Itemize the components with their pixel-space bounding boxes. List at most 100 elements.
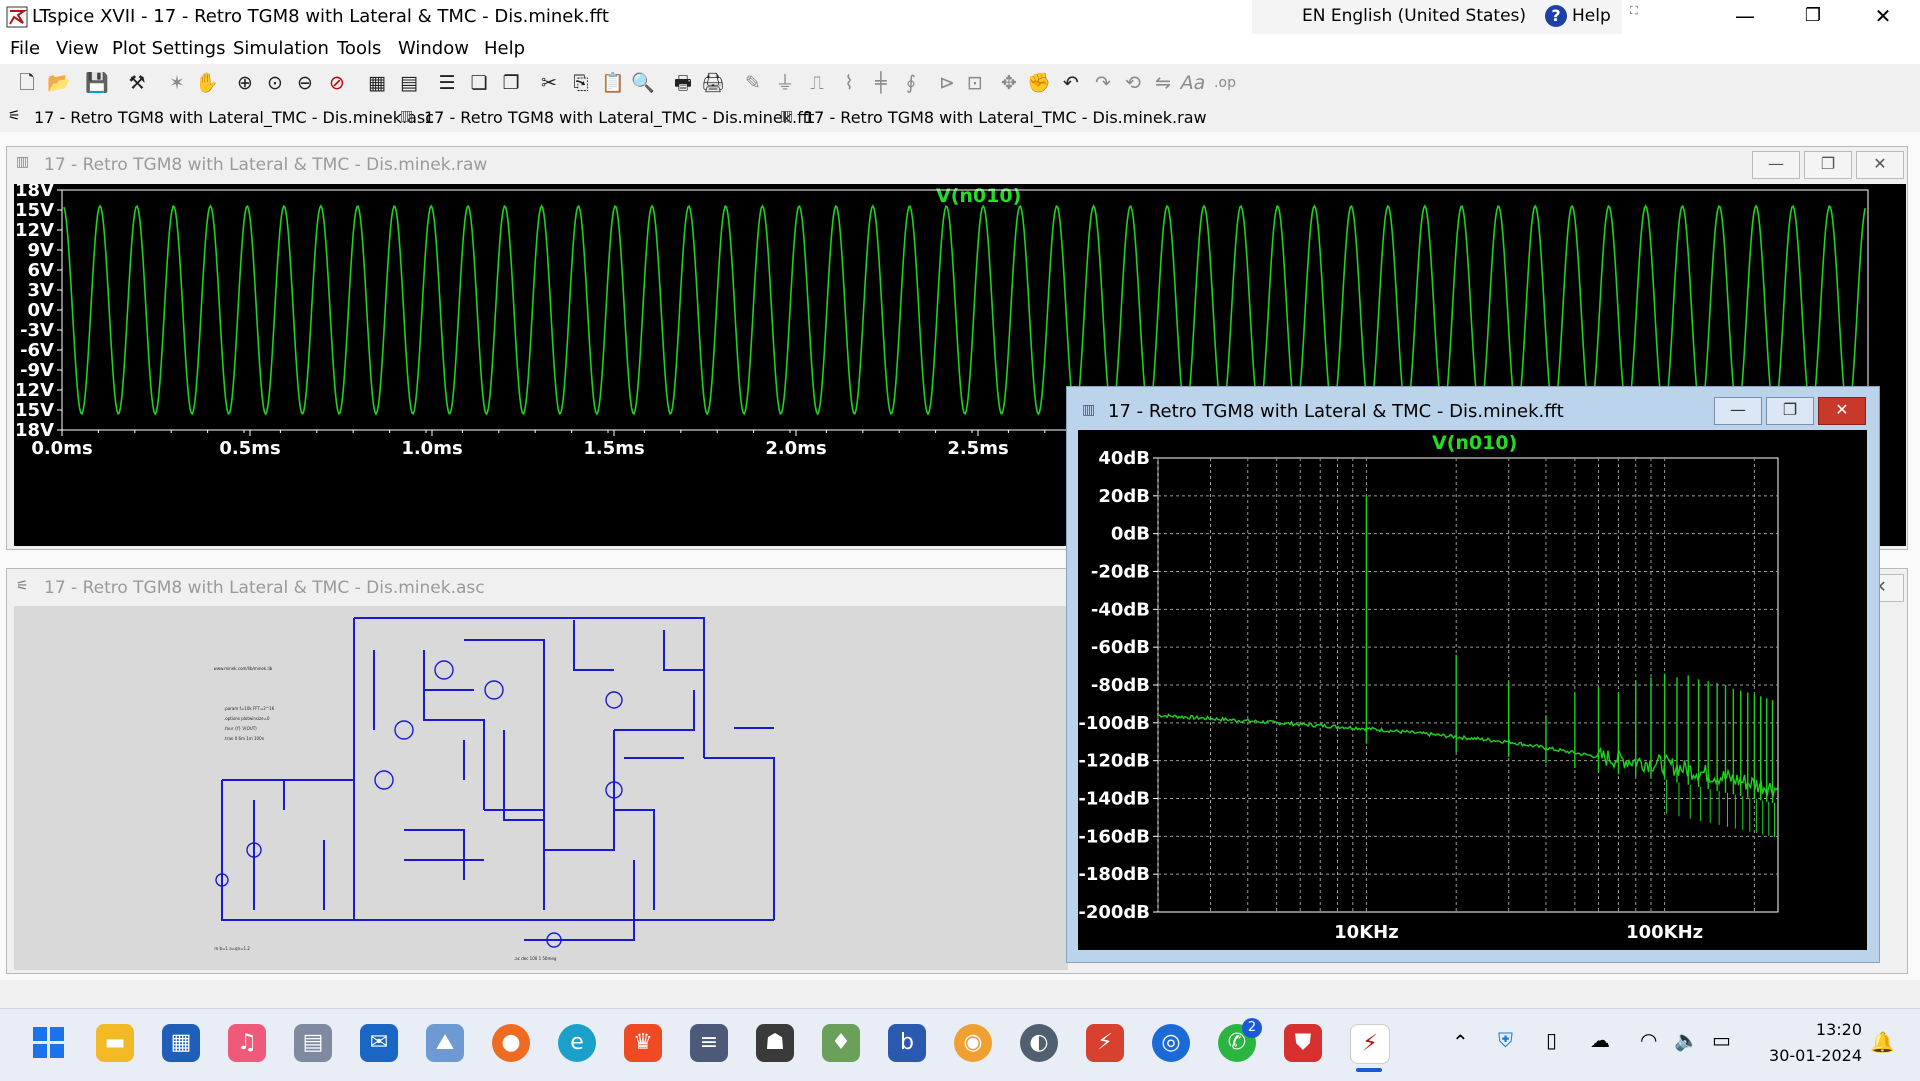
component-icon[interactable]: ⊡ bbox=[967, 72, 983, 94]
manual-limits-icon[interactable]: ▤ bbox=[400, 72, 418, 94]
ground-icon[interactable]: ⏚ bbox=[775, 72, 795, 94]
winamp-icon[interactable]: ⚡ bbox=[1086, 1024, 1124, 1062]
store-icon[interactable]: ▦ bbox=[162, 1024, 200, 1062]
zoom-cancel-icon[interactable]: ⊘ bbox=[329, 72, 345, 94]
menu-tools[interactable]: Tools bbox=[337, 38, 382, 59]
find-icon[interactable]: 🔍 bbox=[631, 72, 655, 94]
tile-horizontal-icon[interactable]: ☰ bbox=[438, 72, 456, 94]
resistor-icon[interactable]: ⌇ bbox=[844, 72, 854, 94]
raw-x-tick-label: 2.0ms bbox=[765, 438, 826, 459]
print-icon[interactable]: 🖶 bbox=[674, 72, 692, 94]
brave-icon[interactable]: ♛ bbox=[624, 1024, 662, 1062]
clock-time[interactable]: 13:20 bbox=[1815, 1020, 1862, 1039]
raw-minimize-button[interactable]: — bbox=[1752, 151, 1800, 179]
wifi-icon[interactable]: ◠ bbox=[1640, 1028, 1658, 1052]
defender-icon[interactable]: ⛨ bbox=[1498, 1028, 1513, 1052]
mirror-icon[interactable]: ⇋ bbox=[1155, 72, 1171, 94]
edge-icon[interactable]: e bbox=[558, 1024, 596, 1062]
paste-icon[interactable]: 📋 bbox=[601, 72, 625, 94]
bing-icon[interactable]: b bbox=[888, 1024, 926, 1062]
ltspice-taskbar-icon[interactable]: ⚡ bbox=[1350, 1024, 1390, 1064]
pan-icon[interactable]: ✋ bbox=[195, 72, 219, 94]
fft-y-tick-label: -160dB bbox=[1078, 826, 1150, 847]
notification-bell-icon[interactable]: 🔔 bbox=[1870, 1030, 1895, 1054]
schematic-canvas[interactable] bbox=[14, 606, 1068, 970]
mail-icon[interactable]: ✉ bbox=[360, 1024, 398, 1062]
fft-maximize-button[interactable]: ❐ bbox=[1766, 397, 1814, 425]
menu-simulation[interactable]: Simulation bbox=[233, 38, 329, 59]
rotate-icon[interactable]: ⟲ bbox=[1125, 72, 1141, 94]
close-button[interactable]: ✕ bbox=[1874, 4, 1892, 28]
volume-icon[interactable]: 🔈 bbox=[1674, 1028, 1699, 1052]
label-net-icon[interactable]: ⎍ bbox=[810, 72, 824, 94]
fft-trace-label[interactable]: V(n010) bbox=[1432, 432, 1518, 454]
steam-icon[interactable]: ◐ bbox=[1020, 1024, 1058, 1062]
capacitor-icon[interactable]: ╪ bbox=[875, 72, 887, 94]
waveform-icon: ▥ bbox=[780, 108, 794, 124]
tab-raw[interactable]: 17 - Retro TGM8 with Lateral_TMC - Dis.m… bbox=[804, 108, 1207, 127]
raw-x-tick-label: 0.5ms bbox=[219, 438, 280, 459]
zoom-in-icon[interactable]: ⊕ bbox=[237, 72, 253, 94]
help-label[interactable]: Help bbox=[1572, 6, 1611, 26]
diode-icon[interactable]: ⊳ bbox=[939, 72, 955, 94]
clock-date[interactable]: 30-01-2024 bbox=[1769, 1046, 1862, 1065]
notepad-icon[interactable]: ▤ bbox=[294, 1024, 332, 1062]
fft-close-button[interactable]: ✕ bbox=[1818, 397, 1866, 425]
drag-icon[interactable]: ✊ bbox=[1027, 72, 1051, 94]
tile-vertical-icon[interactable]: ❐ bbox=[502, 72, 520, 94]
raw-y-tick-label: 0V bbox=[28, 300, 55, 321]
zoom-full-icon[interactable]: ⊙ bbox=[267, 72, 283, 94]
chevron-up-icon[interactable]: ⌃ bbox=[1452, 1030, 1469, 1054]
menu-window[interactable]: Window bbox=[398, 38, 469, 59]
autorange-icon[interactable]: ▦ bbox=[368, 72, 386, 94]
database-icon[interactable]: ≡ bbox=[690, 1024, 728, 1062]
new-schematic-icon[interactable]: 🗋 bbox=[19, 72, 35, 94]
language-label[interactable]: EN English (United States) bbox=[1302, 6, 1527, 26]
onedrive-icon[interactable]: ☁ bbox=[1590, 1028, 1610, 1052]
undo-icon[interactable]: ↶ bbox=[1063, 72, 1079, 94]
raw-y-tick-label: 9V bbox=[28, 240, 55, 261]
fft-y-tick-label: -140dB bbox=[1078, 789, 1150, 810]
zoom-out-icon[interactable]: ⊖ bbox=[297, 72, 313, 94]
vpn-icon[interactable]: ◎ bbox=[1152, 1024, 1190, 1062]
battery-icon[interactable]: ▭ bbox=[1712, 1028, 1731, 1052]
help-icon[interactable]: ? bbox=[1545, 5, 1567, 27]
print-setup-icon[interactable]: 🖨 bbox=[700, 72, 726, 94]
security-app-icon[interactable]: ⛊ bbox=[1284, 1024, 1322, 1062]
menu-help[interactable]: Help bbox=[484, 38, 526, 59]
cut-icon[interactable]: ✂ bbox=[541, 72, 557, 94]
menu-plot-settings[interactable]: Plot Settings bbox=[112, 38, 226, 59]
menu-file[interactable]: File bbox=[10, 38, 41, 59]
raw-close-button[interactable]: ✕ bbox=[1856, 151, 1904, 179]
run-icon[interactable]: ✶ bbox=[169, 72, 185, 94]
tab-asc[interactable]: 17 - Retro TGM8 with Lateral_TMC - Dis.m… bbox=[34, 108, 435, 127]
control-panel-icon[interactable]: ⚒ bbox=[128, 72, 146, 94]
open-icon[interactable]: 📂 bbox=[47, 72, 71, 94]
copy-icon[interactable]: ⎘ bbox=[573, 72, 589, 94]
inductor-icon[interactable]: ∮ bbox=[906, 72, 916, 94]
draw-wire-icon[interactable]: ✎ bbox=[745, 72, 761, 94]
fft-plot-area[interactable] bbox=[1078, 430, 1867, 950]
expand-icon[interactable]: ⛶ bbox=[1630, 4, 1638, 17]
app-cards-icon[interactable]: ♦ bbox=[822, 1024, 860, 1062]
move-icon[interactable]: ✥ bbox=[1001, 72, 1017, 94]
cascade-icon[interactable]: ❏ bbox=[470, 72, 488, 94]
music-icon[interactable]: ♫ bbox=[228, 1024, 266, 1062]
fft-minimize-button[interactable]: — bbox=[1714, 397, 1762, 425]
menu-view[interactable]: View bbox=[56, 38, 99, 59]
orange-app-icon[interactable]: ◉ bbox=[954, 1024, 992, 1062]
tab-fft[interactable]: 17 - Retro TGM8 with Lateral_TMC - Dis.m… bbox=[424, 108, 815, 127]
photos-icon[interactable]: ⛰ bbox=[426, 1024, 464, 1062]
alienware-icon[interactable]: ☗ bbox=[756, 1024, 794, 1062]
spice-directive-icon[interactable]: .op bbox=[1214, 75, 1236, 91]
file-explorer-icon[interactable]: ▬ bbox=[96, 1024, 134, 1062]
raw-maximize-button[interactable]: ❐ bbox=[1804, 151, 1852, 179]
maximize-button[interactable]: ❐ bbox=[1804, 5, 1822, 26]
redo-icon[interactable]: ↷ bbox=[1095, 72, 1111, 94]
firefox-icon[interactable]: ● bbox=[492, 1024, 530, 1062]
minimize-button[interactable]: — bbox=[1735, 4, 1755, 28]
start-icon[interactable] bbox=[30, 1024, 68, 1062]
save-icon[interactable]: 💾 bbox=[85, 72, 109, 94]
usb-icon[interactable]: ▯ bbox=[1546, 1028, 1558, 1052]
text-icon[interactable]: Aa bbox=[1180, 72, 1206, 94]
